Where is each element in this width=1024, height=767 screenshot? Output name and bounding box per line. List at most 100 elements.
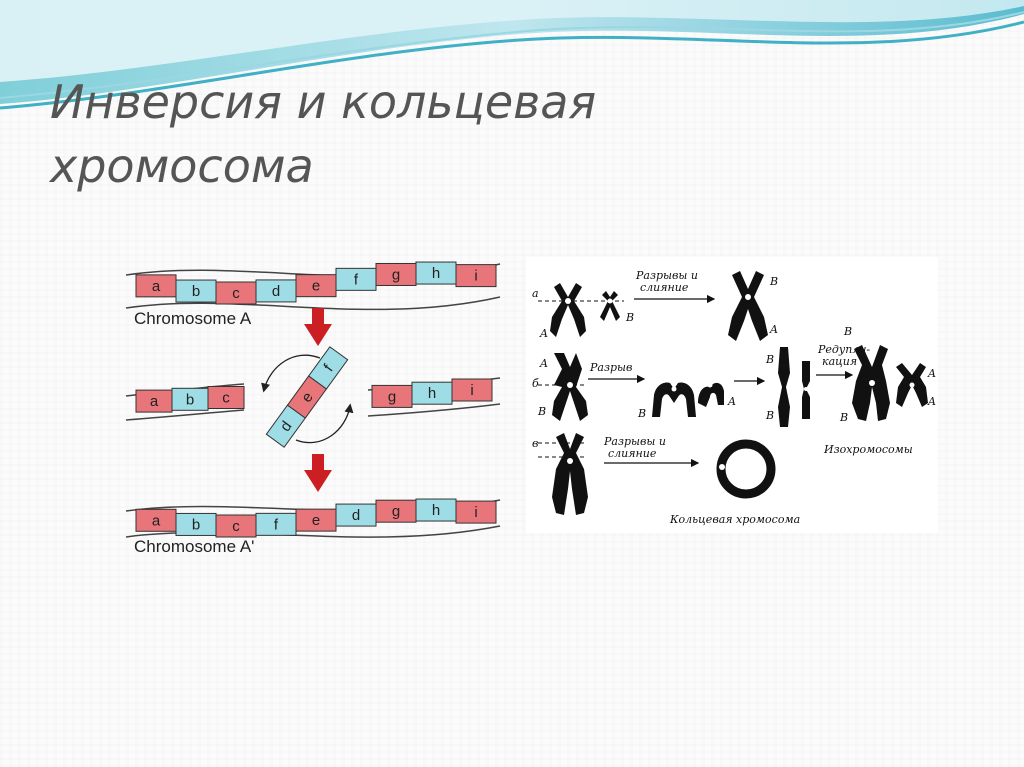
chromosome-icon (552, 433, 588, 515)
rotation-arrow-lower (295, 403, 354, 444)
chromosome-segment-h: h (411, 381, 453, 405)
chromosome-segment-label: c (232, 285, 240, 302)
ring-chromosome-label: Кольцевая хромосома (669, 513, 800, 526)
chromosome-icon (550, 283, 586, 337)
chromosome-segment-label: h (428, 385, 436, 402)
row-a: а A B Разрывы и слияние B A (532, 269, 778, 341)
chromosome-segment-i: i (455, 264, 497, 288)
chromosome-segment-label: a (150, 393, 159, 410)
chromosome-segment-i: i (455, 500, 497, 524)
chromosome-segment-label: b (192, 283, 200, 300)
chromosome-segment-label: e (312, 278, 320, 295)
chromosome-segment-i: i (451, 378, 493, 402)
arrow-down-2 (304, 454, 332, 492)
chromosome-segment-c: c (215, 281, 257, 305)
header-wave-decoration (0, 0, 1024, 110)
duplicated-chromatid-icon (778, 347, 810, 427)
arm-label-a: A (927, 395, 936, 408)
chromosome-segment-label: c (222, 390, 230, 407)
slide-title-line-1: Инверсия и кольцевая (50, 75, 597, 129)
chromosome-segment-label: c (232, 518, 240, 535)
chromosome-segment-b: b (175, 279, 217, 303)
inversion-diagram: a b c d e f g h i Chromosome A a b c g h i d e f a b c f e… (125, 261, 501, 556)
chromosome-segment-f: f (335, 267, 377, 291)
chromosome-segment-f: f (307, 346, 349, 390)
chromosome-segment-label: f (354, 271, 359, 288)
isochromosome-a-icon (896, 363, 928, 407)
arm-label-a: A (539, 327, 548, 340)
chromosome-segment-c: c (215, 514, 257, 538)
chromosome-segment-d: d (335, 503, 377, 527)
arm-label-b: B (839, 411, 848, 424)
arm-label-a: A (539, 357, 548, 370)
chromosome-fragment-icon (600, 291, 620, 321)
chromosome-segment-e: e (295, 508, 337, 532)
chromosome-segment-label: i (470, 382, 473, 399)
break-label: Разрыв (589, 361, 632, 374)
chromosome-icon (552, 353, 588, 421)
chromosome-segment-b: b (171, 387, 209, 411)
chromosome-segment-e: e (295, 274, 337, 298)
arm-label-a: A (727, 395, 736, 408)
chromosome-segment-label: f (274, 516, 279, 533)
breaks-fusion-label-1b: слияние (640, 281, 689, 294)
breaks-fusion-label-1: Разрывы и (635, 269, 698, 282)
chromosome-segment-f: f (255, 512, 297, 536)
chromosome-segment-g: g (371, 384, 413, 408)
chromosome-segment-a: a (135, 389, 173, 413)
chromosome-segment-label: e (312, 512, 320, 529)
chromosome-segment-a: a (135, 508, 177, 532)
arrow-down-1 (304, 308, 332, 346)
chromosome-segment-h: h (415, 261, 457, 285)
broken-chromosome-icon (652, 382, 724, 417)
chromosome-a-label: Chromosome A (134, 309, 252, 328)
isochromosomes-label: Изохромосомы (823, 443, 913, 456)
chromosome-segment-label: g (392, 266, 400, 283)
chromosome-segment-label: i (474, 504, 477, 521)
isochromosome-b-icon (852, 345, 890, 421)
row-b: A б B Разрыв B A B (532, 325, 936, 456)
chromosome-segment-d: d (255, 279, 297, 303)
row-v: в Разрывы и слияние Кольцевая хромосома (532, 433, 800, 526)
row-a-marker: а (532, 287, 539, 300)
chromosome-segment-label: a (152, 278, 161, 295)
chromosome-segment-b: b (175, 512, 217, 536)
chromosome-segment-label: i (474, 268, 477, 285)
chromosome-segment-c: c (207, 386, 245, 409)
ring-chromosome-diagram: а A B Разрывы и слияние B A A (526, 257, 938, 533)
breaks-fusion-label-2b: слияние (608, 447, 657, 460)
chromosome-segment-g: g (375, 262, 417, 286)
row-v-marker: в (532, 437, 538, 450)
chromosome-segment-label: d (272, 283, 280, 300)
chromosome-segment-h: h (415, 498, 457, 522)
chromosome-segment-label: g (392, 503, 400, 520)
arm-label-b: B (537, 405, 546, 418)
breaks-fusion-label-2: Разрывы и (603, 435, 666, 448)
chromosome-segment-a: a (135, 274, 177, 298)
chromosome-a-prime-label: Chromosome A' (134, 537, 254, 556)
arm-label-b: B (769, 275, 778, 288)
chromosome-segment-label: b (186, 391, 194, 408)
chromosome-segment-label: b (192, 516, 200, 533)
chromosome-segment-label: d (352, 507, 360, 524)
rotation-arrow-upper (261, 354, 321, 393)
arm-label-a: A (769, 323, 778, 336)
arm-label-b: B (625, 311, 634, 324)
chromosome-segment-label: h (432, 265, 440, 282)
chromosome-a-row: a b c d e f g h i (125, 261, 501, 311)
arm-label-b: B (765, 409, 774, 422)
reduplication-label-2: кация (822, 355, 857, 368)
ring-chromosome-icon (716, 439, 776, 499)
row-b-marker: б (532, 377, 539, 390)
arm-label-b: B (637, 407, 646, 420)
fused-chromosome-icon (728, 271, 768, 341)
arm-label-b: B (843, 325, 852, 338)
chromosome-segment-label: h (432, 502, 440, 519)
chromosome-segment-label: g (388, 388, 396, 405)
chromosome-segment-label: a (152, 512, 161, 529)
chromosome-segment-g: g (375, 499, 417, 523)
arm-label-b: B (765, 353, 774, 366)
